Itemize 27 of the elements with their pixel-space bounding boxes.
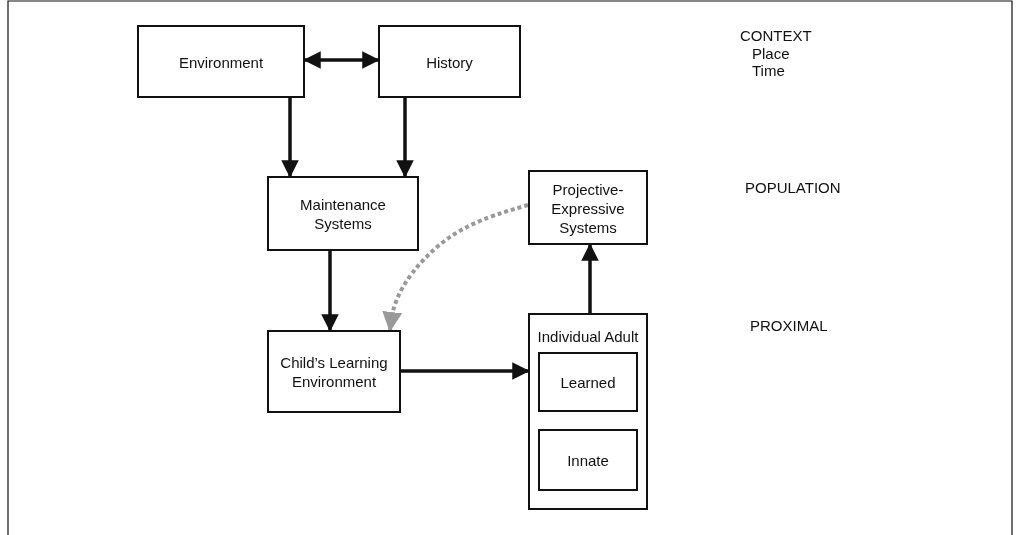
node-label: History [425, 52, 474, 71]
node-label: Environment [177, 52, 265, 71]
node-label: Learned [559, 372, 617, 392]
process-box [378, 25, 521, 98]
node-label: Projective-Expressive Systems [550, 179, 626, 236]
arrow [321, 251, 339, 332]
process-box [528, 313, 648, 510]
level-heading: PROXIMAL [750, 317, 828, 335]
process-box [267, 176, 419, 251]
inner-box [538, 429, 638, 491]
process-box [528, 170, 648, 245]
level-subheading: Time [752, 62, 785, 80]
node-label: Maintenance Systems [299, 194, 387, 233]
process-box [137, 25, 305, 98]
arrow [281, 98, 299, 178]
arrow [581, 243, 599, 313]
level-heading: CONTEXT [740, 27, 812, 45]
process-box [267, 330, 401, 413]
inner-box [538, 352, 638, 412]
level-subheading: Place [752, 45, 790, 63]
arrow [396, 98, 414, 178]
arrow [401, 362, 530, 380]
level-heading: POPULATION [745, 179, 841, 197]
node-label: Child’s Learning Environment [279, 352, 389, 391]
node-label: Innate [566, 450, 610, 470]
node-label: Individual Adult [536, 327, 640, 346]
dashed-arrow [382, 203, 529, 332]
